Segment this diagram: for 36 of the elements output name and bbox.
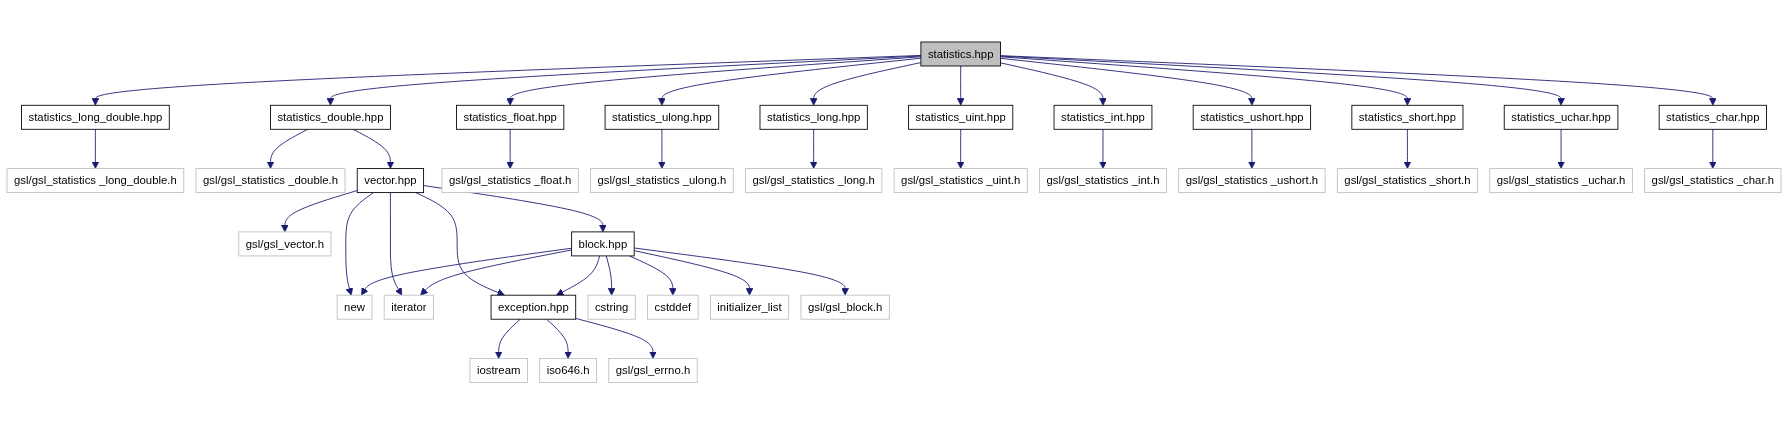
node-box: gsl/gsl_statistics _long.h bbox=[745, 168, 883, 194]
node-box: statistics_long_double.hpp bbox=[21, 105, 170, 130]
node-box: gsl/gsl_vector.h bbox=[238, 231, 332, 257]
node-box: iostream bbox=[469, 358, 528, 384]
node-box: gsl/gsl_errno.h bbox=[608, 358, 698, 384]
node-box: gsl/gsl_statistics _float.h bbox=[441, 168, 579, 194]
node-box: gsl/gsl_block.h bbox=[800, 295, 890, 320]
node-box: gsl/gsl_statistics _char.h bbox=[1644, 168, 1782, 194]
node-box: statistics.hpp bbox=[920, 41, 1001, 67]
node-box: block.hpp bbox=[571, 231, 635, 257]
node-box: statistics_uchar.hpp bbox=[1503, 105, 1619, 130]
node-box: gsl/gsl_statistics _uint.h bbox=[893, 168, 1028, 194]
node-box: statistics_long.hpp bbox=[759, 105, 868, 130]
node-box: statistics_ulong.hpp bbox=[604, 105, 720, 130]
node-box: cstddef bbox=[647, 295, 699, 320]
node-box: statistics_float.hpp bbox=[456, 105, 565, 130]
node-box: gsl/gsl_statistics _double.h bbox=[195, 168, 346, 194]
node-box: iso646.h bbox=[539, 358, 597, 384]
node-box: statistics_ushort.hpp bbox=[1192, 105, 1312, 130]
node-box: cstring bbox=[587, 295, 636, 320]
node-box: vector.hpp bbox=[356, 168, 425, 194]
node-box: statistics_uint.hpp bbox=[908, 105, 1014, 130]
node-box: statistics_char.hpp bbox=[1658, 105, 1767, 130]
node-box: gsl/gsl_statistics _short.h bbox=[1336, 168, 1478, 194]
node-box: gsl/gsl_statistics _uchar.h bbox=[1489, 168, 1633, 194]
node-box: statistics_double.hpp bbox=[270, 105, 391, 130]
node-box: initializer_list bbox=[709, 295, 790, 320]
node-box: statistics_short.hpp bbox=[1351, 105, 1464, 130]
node-box: gsl/gsl_statistics _ushort.h bbox=[1178, 168, 1326, 194]
node-box: statistics_int.hpp bbox=[1053, 105, 1153, 130]
node-box: exception.hpp bbox=[490, 295, 577, 320]
node-box: new bbox=[336, 295, 373, 320]
node-box: gsl/gsl_statistics _int.h bbox=[1039, 168, 1167, 194]
node-box: iterator bbox=[383, 295, 434, 320]
node-box: gsl/gsl_statistics _long_double.h bbox=[6, 168, 185, 194]
node-box: gsl/gsl_statistics _ulong.h bbox=[590, 168, 734, 194]
